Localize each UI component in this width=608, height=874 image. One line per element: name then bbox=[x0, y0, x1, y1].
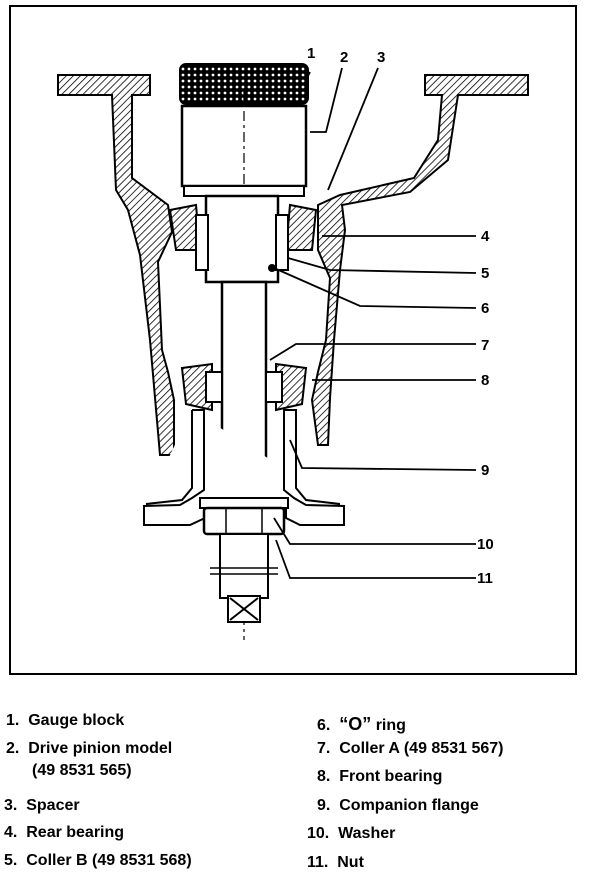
pinion-assembly-diagram bbox=[57, 63, 529, 640]
callout-4: 4 bbox=[481, 228, 490, 245]
housing-left bbox=[57, 74, 175, 456]
spacer bbox=[183, 185, 305, 197]
callout-10: 10 bbox=[477, 536, 494, 553]
legend-item-11: 11. Nut bbox=[307, 854, 364, 871]
legend-item-9: 9. Companion flange bbox=[317, 797, 479, 814]
companion-flange bbox=[143, 409, 345, 526]
callout-1: 1 bbox=[307, 45, 316, 62]
leader-lines bbox=[269, 67, 477, 579]
diagram-frame bbox=[9, 5, 577, 675]
callout-3: 3 bbox=[377, 49, 386, 66]
legend-item-8: 8. Front bearing bbox=[317, 768, 443, 785]
rear-bearing bbox=[168, 203, 318, 271]
legend-item-10: 10. Washer bbox=[307, 825, 396, 842]
callout-7: 7 bbox=[481, 337, 490, 354]
callout-9: 9 bbox=[481, 462, 490, 479]
callout-11: 11 bbox=[477, 570, 493, 587]
nut bbox=[202, 506, 286, 536]
legend-item-6: 6. “O” ring bbox=[317, 714, 406, 734]
legend-item-4: 4. Rear bearing bbox=[4, 824, 125, 841]
threaded-end bbox=[219, 533, 269, 599]
washer bbox=[199, 497, 289, 509]
legend-item-5: 5. Coller B (49 8531 568) bbox=[4, 852, 192, 869]
callout-2: 2 bbox=[340, 49, 349, 66]
legend-item-7: 7. Coller A (49 8531 567) bbox=[317, 740, 504, 757]
legend-item-3: 3. Spacer bbox=[4, 797, 80, 814]
callout-5: 5 bbox=[481, 265, 490, 282]
front-bearing bbox=[180, 362, 308, 412]
legend-item-1: 1. Gauge block bbox=[6, 712, 125, 729]
callout-8: 8 bbox=[481, 372, 490, 389]
pinion-upper bbox=[204, 194, 280, 284]
housing-right bbox=[310, 74, 529, 446]
legend-item-2: 2. Drive pinion model (49 8531 565) bbox=[6, 740, 173, 780]
callout-6: 6 bbox=[481, 300, 490, 317]
